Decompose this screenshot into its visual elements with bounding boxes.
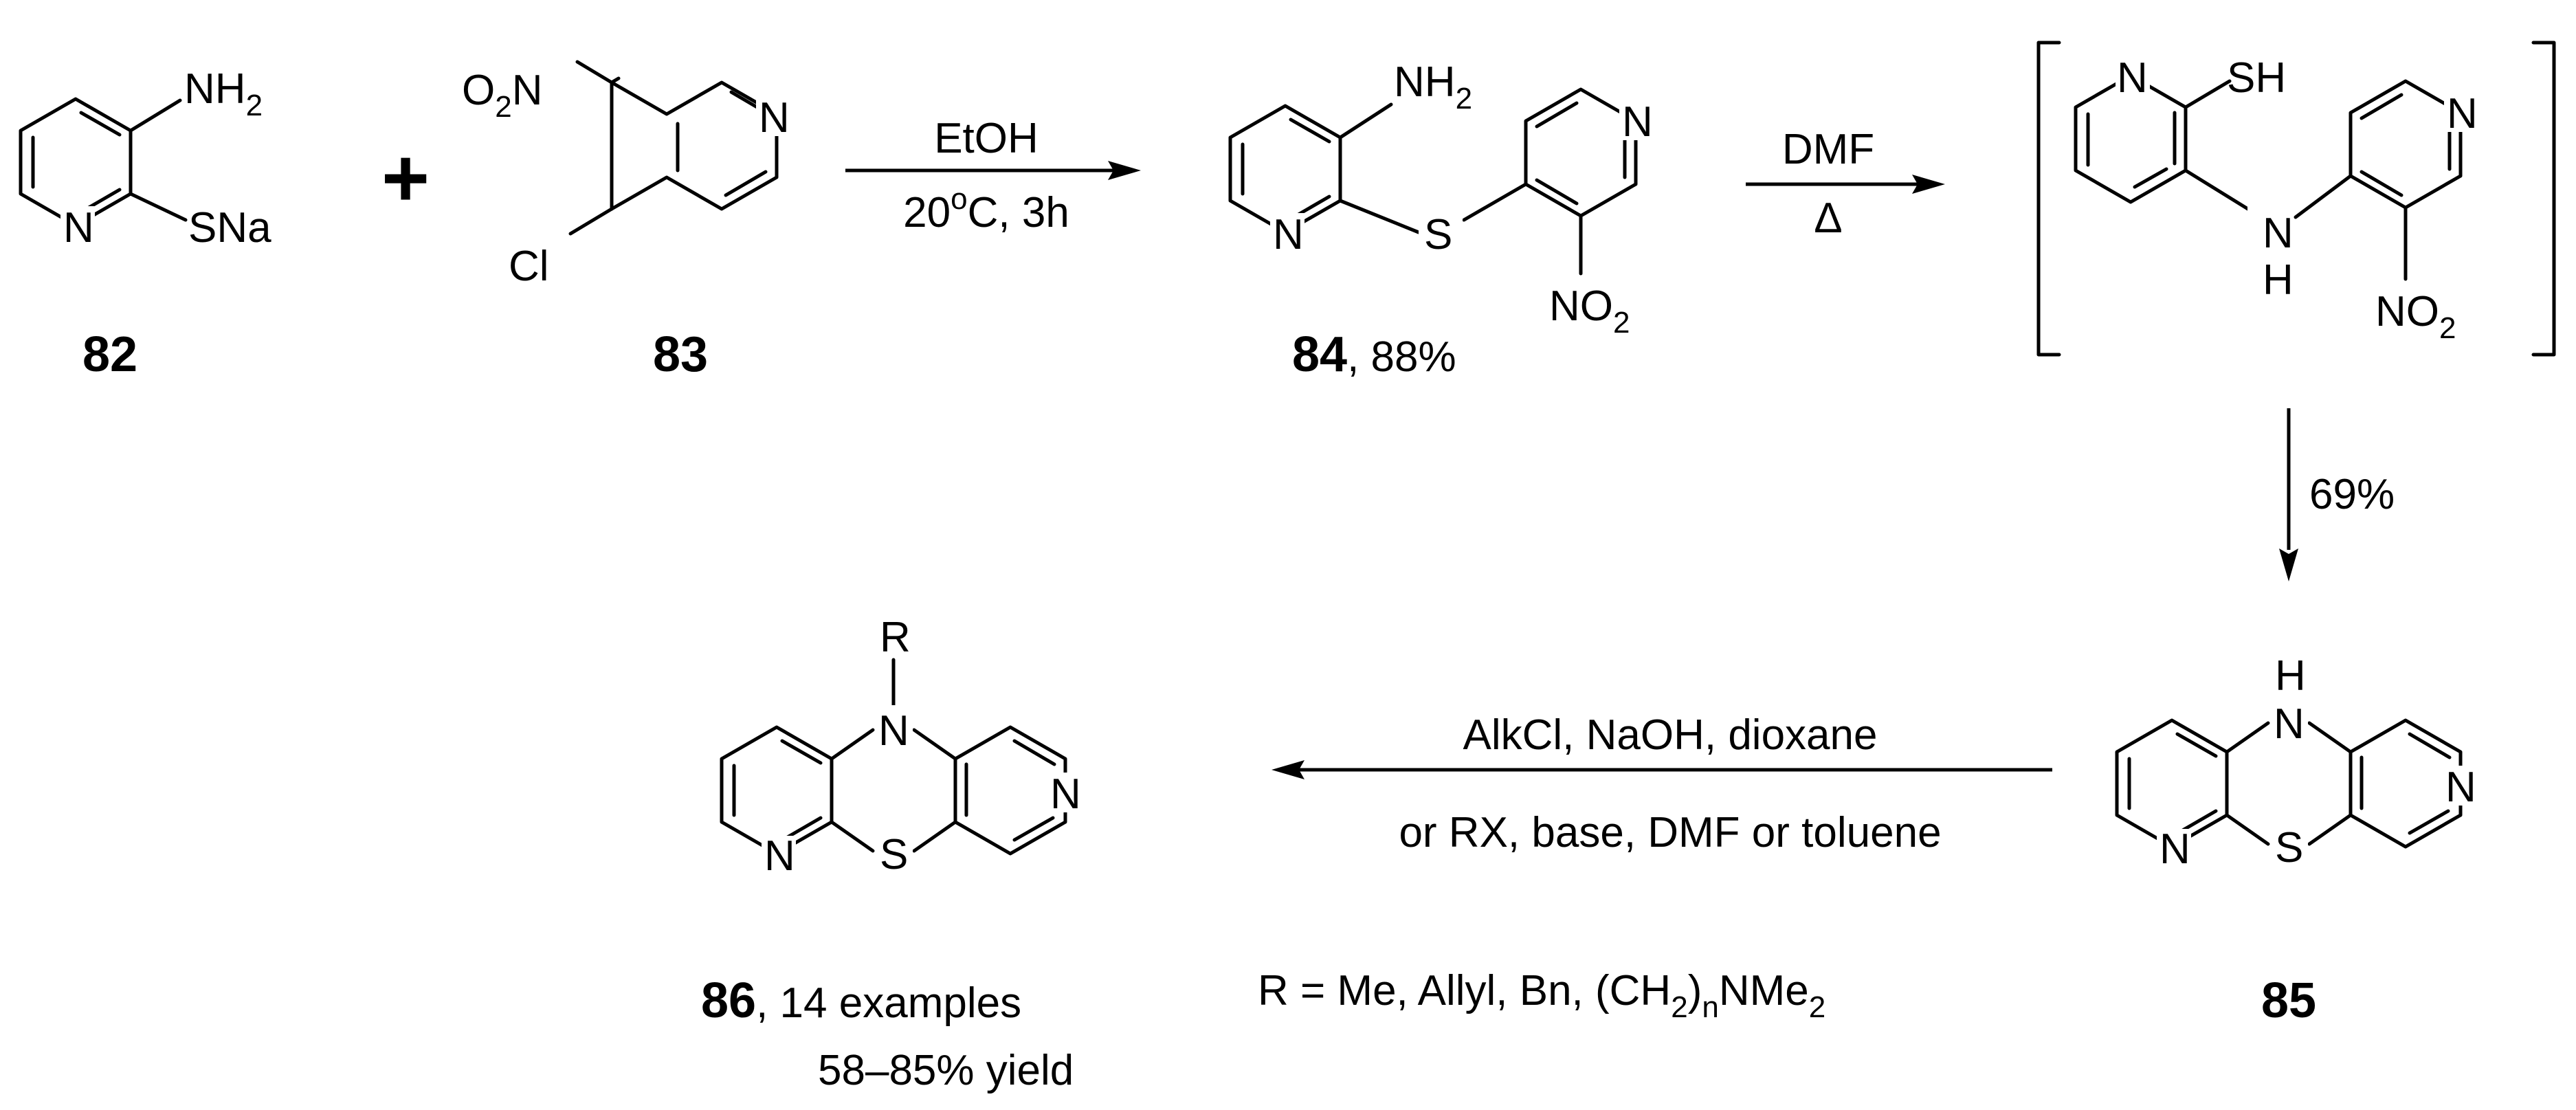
bridge-sulfur: S <box>880 831 908 878</box>
r-substituent: R <box>880 614 911 661</box>
sodium-thiolate: SNa <box>188 204 271 252</box>
conditions-line1: AlkCl, NaOH, dioxane <box>1463 711 1877 759</box>
step4-arrow: AlkCl, NaOH, dioxane or RX, base, DMF or… <box>1272 711 2052 856</box>
bridge-sulfur: S <box>2275 824 2303 872</box>
compound-label: 82 <box>82 327 137 382</box>
left-bracket <box>2036 41 2061 357</box>
ring-86-b <box>953 725 1067 856</box>
thioether-sulfur: S <box>1424 211 1452 258</box>
compound-85: N N S N H 85 <box>2115 652 2478 1028</box>
ring-nitrogen: N <box>759 94 790 142</box>
amine-nitrogen: N <box>2263 210 2294 257</box>
ring-85-b <box>2349 718 2463 849</box>
conditions: 20oC, 3h <box>903 182 1069 236</box>
ring-nitrogen: N <box>764 832 795 880</box>
ring-nitrogen: N <box>63 204 94 252</box>
compound-label: 83 <box>653 327 708 382</box>
compound-84: N S N NH2 NO2 84, 88% <box>1228 58 1655 382</box>
step1-arrow: EtOH 20oC, 3h <box>845 115 1141 236</box>
conditions: Δ <box>1814 195 1842 242</box>
n-hydrogen: H <box>2275 652 2306 700</box>
amine-hydrogen: H <box>2263 256 2294 304</box>
ring-nitrogen: N <box>2445 764 2476 811</box>
amino-group: NH2 <box>1394 58 1472 115</box>
bridge-nitrogen: N <box>2274 700 2305 748</box>
compound-label: 85 <box>2261 973 2316 1028</box>
reagent: EtOH <box>934 115 1039 162</box>
bridge-nitrogen: N <box>878 707 909 755</box>
step3-arrow: 69% <box>2279 408 2395 581</box>
step2-arrow: DMF Δ <box>1746 126 1945 242</box>
ring-nitrogen: N <box>2447 90 2478 137</box>
conditions-line2: or RX, base, DMF or toluene <box>1399 809 1941 856</box>
chloro-substituent: Cl <box>509 243 549 290</box>
ring-83 <box>610 80 779 211</box>
intermediate: N SH N N H NO2 <box>2036 41 2556 357</box>
compound-86: N N S N R 86, 14 examples 58–85% yield <box>701 614 1083 1094</box>
nitro-group: NO2 <box>2375 288 2456 345</box>
amino-group: NH2 <box>184 65 263 122</box>
plus-sign: + <box>381 132 430 224</box>
thiol-group: SH <box>2227 54 2286 102</box>
compound-label: 86, 14 examples <box>701 973 1021 1028</box>
ring-nitrogen: N <box>1622 98 1653 146</box>
compound-82: N NH2 SNa 82 <box>19 65 271 382</box>
yield-label: 69% <box>2309 471 2395 518</box>
right-bracket <box>2531 41 2556 357</box>
compound-83: N O2N Cl 83 <box>462 60 792 382</box>
reagent: DMF <box>1782 126 1874 173</box>
compound-label: 84, 88% <box>1292 327 1456 382</box>
ring-nitrogen: N <box>1273 211 1304 258</box>
ring-nitrogen: N <box>2117 54 2148 102</box>
r-group-definition: R = Me, Allyl, Bn, (CH2)nNMe2 <box>1258 967 1825 1024</box>
nitro-group: O2N <box>462 67 543 124</box>
nitro-group: NO2 <box>1549 282 1630 340</box>
ring-nitrogen: N <box>2159 825 2190 873</box>
yield-range: 58–85% yield <box>818 1047 1074 1094</box>
ring-nitrogen: N <box>1050 770 1081 818</box>
